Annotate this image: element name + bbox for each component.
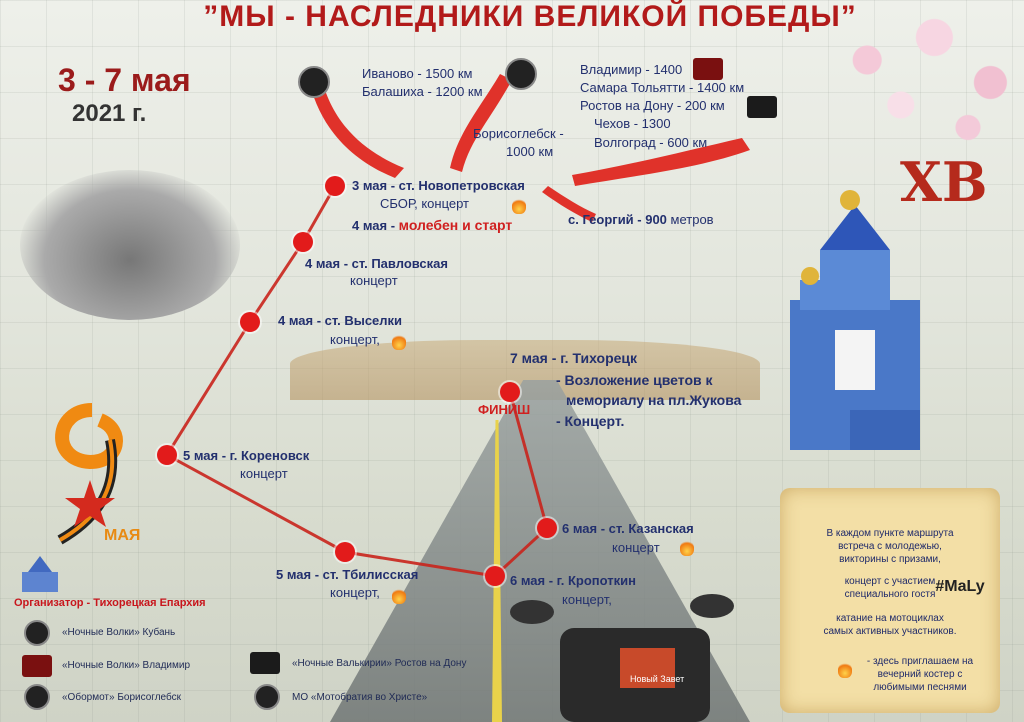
legend-nw-kuban: «Ночные Волки» Кубань [62, 627, 176, 638]
campfire-icon [392, 588, 406, 604]
scroll-line: В каждом пункте маршрута [826, 528, 954, 539]
scroll-line: викторины с призами, [839, 554, 941, 565]
city-chekhov: Чехов - 1300 [594, 116, 671, 131]
stop-tbilisskaya: 5 мая - ст. Тбилисская [276, 567, 419, 582]
stop-korenovsk: 5 мая - г. Кореновск [183, 448, 310, 463]
arrow-borisoglebsk [450, 74, 512, 172]
route-point [325, 176, 345, 196]
route-point [485, 566, 505, 586]
night-wolves-icon [24, 620, 50, 646]
valkyries-icon [250, 652, 280, 674]
tikhoretsk-line-2: мемориалу на пл.Жукова [566, 392, 742, 408]
event-year: 2021 г. [72, 100, 147, 127]
vintage-motorcycle-photo [20, 170, 240, 320]
mini-church [22, 556, 58, 592]
stop-kazanskaya-event: концерт [612, 540, 660, 555]
legend-motobratia: МО «Мотобратия во Христе» [292, 692, 428, 703]
city-samara: Самара Тольятти - 1400 км [580, 80, 745, 95]
organizer-label: Организатор - Тихорецкая Епархия [14, 597, 206, 609]
scroll-line: самых активных участников. [823, 626, 957, 637]
city-balashikha: Балашиха - 1200 км [362, 84, 483, 99]
legend-valkyries: «Ночные Валькирии» Ростов на Дону [292, 658, 467, 669]
scroll-line: специального гостя [844, 589, 936, 600]
scroll-line: концерт с участием [844, 576, 936, 587]
scroll-line: - здесь приглашаем на [866, 656, 974, 667]
stop-vyselki: 4 мая - ст. Выселки [278, 313, 403, 328]
city-borisoglebsk-distance: 1000 км [506, 144, 554, 159]
stop-kazanskaya: 6 мая - ст. Казанская [562, 521, 694, 536]
city-ivanovo: Иваново - 1500 км [362, 66, 473, 81]
club-badge-icon [505, 58, 537, 90]
obormot-icon [24, 684, 50, 710]
stop-tbilisskaya-event: концерт, [330, 585, 380, 600]
ribbon-nine [55, 403, 123, 545]
arrow-georgy [542, 186, 596, 222]
city-rostov: Ростов на Дону - 200 км [580, 98, 725, 113]
club-badge-icon [298, 66, 330, 98]
campfire-icon [392, 334, 406, 350]
route-point [537, 518, 557, 538]
stop-start: 4 мая - молебен и старт [352, 217, 513, 233]
finish-label: ФИНИШ [478, 402, 531, 417]
campfire-icon [838, 662, 852, 678]
campfire-icon [680, 540, 694, 556]
tikhoretsk-line-1: - Возложение цветов к [556, 372, 713, 388]
rostov-badge-icon [747, 96, 777, 118]
legend-obormot: «Обормот» Борисоглебск [62, 692, 181, 703]
arrow-volgograd [572, 138, 750, 186]
stop-kropotkin-event: концерт, [562, 592, 612, 607]
stop-novopetrovskaya: 3 мая - ст. Новопетровская [352, 178, 525, 193]
guest-name: #MaLy [935, 578, 985, 595]
scroll-line: встреча с молодежью, [838, 541, 942, 552]
xv-emblem: ХВ [900, 150, 988, 214]
night-wolves-vladimir-icon [22, 655, 52, 677]
stop-vyselki-event: концерт, [330, 332, 380, 347]
legend-nw-vladimir: «Ночные Волки» Владимир [62, 660, 191, 671]
georgy-distance: с. Георгий - 900 метров [568, 212, 714, 227]
tikhoretsk-line-3: - Концерт. [556, 413, 625, 429]
route-point [293, 232, 313, 252]
campfire-icon [512, 198, 526, 214]
route-point [157, 445, 177, 465]
stop-pavlovskaya-event: концерт [350, 273, 398, 288]
city-vladimir: Владимир - 1400 [580, 62, 683, 77]
church-drawing [790, 190, 920, 450]
scroll-line: вечерний костер с [877, 669, 963, 680]
motobratia-icon [254, 684, 280, 710]
city-borisoglebsk: Борисоглебск - [473, 126, 564, 141]
event-dates: 3 - 7 мая [58, 62, 191, 98]
info-scroll: В каждом пункте маршрута встреча с молод… [780, 488, 1000, 713]
screen-label: Новый Завет [630, 674, 685, 684]
route-point [500, 382, 520, 402]
scroll-line: катание на мотоциклах [836, 613, 944, 624]
route-point [240, 312, 260, 332]
route-point [335, 542, 355, 562]
stop-tikhoretsk: 7 мая - г. Тихорецк [510, 350, 638, 366]
stop-pavlovskaya: 4 мая - ст. Павловская [305, 256, 448, 271]
stop-novopetrovskaya-event: СБОР, концерт [380, 196, 469, 211]
xv-badge-icon [693, 58, 723, 80]
ribbon-label: МАЯ [104, 527, 141, 544]
scroll-line: любимыми песнями [873, 682, 967, 693]
motorcycle-mirrors [510, 594, 734, 722]
stop-kropotkin: 6 мая - г. Кропоткин [510, 573, 636, 588]
stop-korenovsk-event: концерт [240, 466, 288, 481]
cherry-blossom-image [800, 0, 1024, 150]
city-volgograd: Волгоград - 600 км [594, 135, 708, 150]
poster-title: ”МЫ - НАСЛЕДНИКИ ВЕЛИКОЙ ПОБЕДЫ” [203, 0, 857, 33]
